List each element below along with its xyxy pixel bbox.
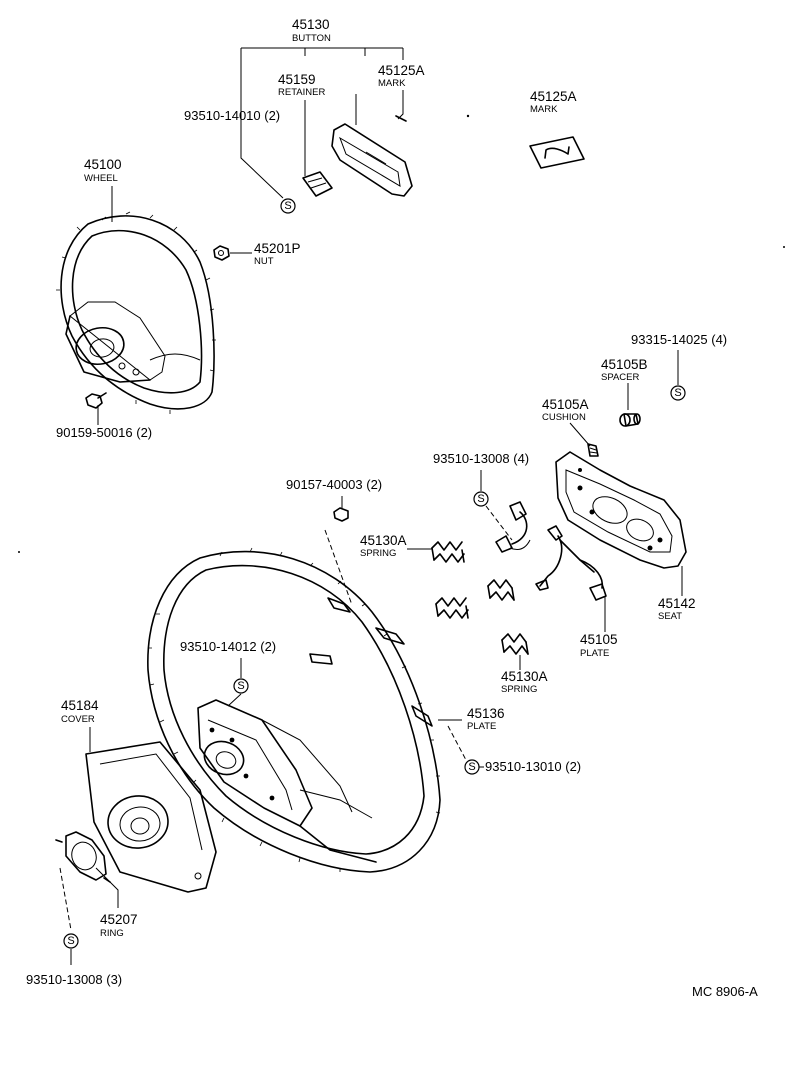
part-name: CUSHION: [542, 412, 586, 423]
part-number: 45125A: [378, 63, 425, 78]
part-number: 45130A: [360, 533, 407, 548]
part-number: 45142: [658, 596, 696, 611]
screw-symbol-93510-14010: S: [280, 198, 296, 214]
part-number: 93510-14010 (2): [184, 108, 280, 123]
callout-45125a-button-mark[interactable]: 45125A MARK: [378, 63, 425, 89]
screw-symbol-93510-14012: S: [233, 678, 249, 694]
part-number: 93510-13010 (2): [485, 759, 581, 774]
horn-pad-cover: [85, 741, 217, 893]
callout-45105b[interactable]: 45105B SPACER: [601, 357, 648, 383]
part-number: 45130: [292, 17, 330, 32]
part-number: 45105: [580, 632, 618, 647]
callout-93510-14012[interactable]: 93510-14012 (2): [180, 639, 276, 654]
callout-45142[interactable]: 45142 SEAT: [658, 596, 696, 622]
callout-45201p[interactable]: 45201P NUT: [254, 241, 301, 267]
part-number: 45105B: [601, 357, 648, 372]
spring-mid-left: [435, 597, 469, 619]
part-number: 90159-50016 (2): [56, 425, 152, 440]
retaining-ring: [55, 831, 111, 883]
part-name: WHEEL: [84, 173, 118, 184]
spacer-part: [619, 413, 641, 427]
callout-93510-13008-3[interactable]: 93510-13008 (3): [26, 972, 122, 987]
mark-emblem-small: [395, 115, 407, 122]
part-name: NUT: [254, 256, 274, 267]
part-name: RETAINER: [278, 87, 325, 98]
screw-symbol-93510-13008-3: S: [63, 933, 79, 949]
part-name: SPACER: [601, 372, 640, 383]
spring-upper: [431, 541, 465, 563]
part-number: 45207: [100, 912, 138, 927]
part-number: 93510-13008 (3): [26, 972, 122, 987]
part-number: 45125A: [530, 89, 577, 104]
svg-text:S: S: [477, 493, 484, 505]
svg-text:S: S: [284, 200, 291, 212]
screw-90157: [333, 507, 349, 522]
svg-text:S: S: [468, 761, 475, 773]
svg-text:S: S: [237, 680, 244, 692]
callout-93510-13008-4[interactable]: 93510-13008 (4): [433, 451, 529, 466]
part-number: 45105A: [542, 397, 589, 412]
callout-93510-13010[interactable]: 93510-13010 (2): [485, 759, 581, 774]
seat-plate-part: [555, 451, 687, 569]
part-number: 45130A: [501, 669, 548, 684]
callout-45105a[interactable]: 45105A CUSHION: [542, 397, 589, 423]
svg-text:S: S: [67, 935, 74, 947]
screw-symbol-93510-13010: S: [464, 759, 480, 775]
callout-45130[interactable]: 45130 BUTTON: [292, 17, 331, 44]
nut-part: [213, 245, 230, 261]
part-name: SEAT: [658, 611, 682, 622]
steering-wheel-lower: [147, 547, 441, 873]
retainer-part: [302, 171, 333, 197]
part-number: 93510-14012 (2): [180, 639, 276, 654]
callout-45184[interactable]: 45184 COVER: [61, 698, 99, 725]
part-name: BUTTON: [292, 33, 331, 44]
callout-93315-14025[interactable]: 93315-14025 (4): [631, 332, 727, 347]
part-name: MARK: [378, 78, 406, 89]
callout-45130a-upper[interactable]: 45130A SPRING: [360, 533, 407, 559]
part-name: SPRING: [501, 684, 537, 695]
part-name: MARK: [530, 104, 558, 115]
part-number: 45184: [61, 698, 99, 713]
part-number: 45201P: [254, 241, 301, 256]
callout-93510-14010[interactable]: 93510-14010 (2): [184, 108, 280, 123]
callout-45136[interactable]: 45136 PLATE: [467, 706, 505, 732]
spring-mid-right: [487, 579, 515, 601]
callout-90157-40003[interactable]: 90157-40003 (2): [286, 477, 382, 492]
callout-45130a-lower[interactable]: 45130A SPRING: [501, 669, 548, 695]
callout-45125a-horn-mark[interactable]: 45125A MARK: [530, 89, 577, 115]
cushion-part: [587, 443, 599, 457]
part-name: PLATE: [580, 648, 609, 659]
part-name: COVER: [61, 714, 95, 725]
callout-45100[interactable]: 45100 WHEEL: [84, 157, 122, 184]
callout-90159-50016[interactable]: 90159-50016 (2): [56, 425, 152, 440]
part-name: PLATE: [467, 721, 496, 732]
part-name: RING: [100, 928, 124, 939]
spring-lower: [501, 633, 529, 655]
bolt-90159: [85, 392, 107, 409]
leader-lines: [59, 47, 683, 965]
svg-text:S: S: [674, 387, 681, 399]
part-number: 45100: [84, 157, 122, 172]
horn-button-part: [331, 123, 413, 197]
callout-45207[interactable]: 45207 RING: [100, 912, 138, 939]
diagram-reference-code: MC 8906-A: [692, 984, 758, 999]
part-number: 93510-13008 (4): [433, 451, 529, 466]
contact-plate-assembly: [495, 501, 607, 601]
part-number: 45136: [467, 706, 505, 721]
horn-mark-emblem: [529, 136, 585, 169]
callout-45105[interactable]: 45105 PLATE: [580, 632, 618, 659]
steering-wheel-upper: [56, 211, 216, 414]
part-number: 45159: [278, 72, 316, 87]
screw-symbol-93510-13008-4: S: [473, 491, 489, 507]
callout-45159[interactable]: 45159 RETAINER: [278, 72, 325, 98]
part-number: 90157-40003 (2): [286, 477, 382, 492]
part-number: 93315-14025 (4): [631, 332, 727, 347]
screw-symbol-93315-14025: S: [670, 385, 686, 401]
part-name: SPRING: [360, 548, 396, 559]
